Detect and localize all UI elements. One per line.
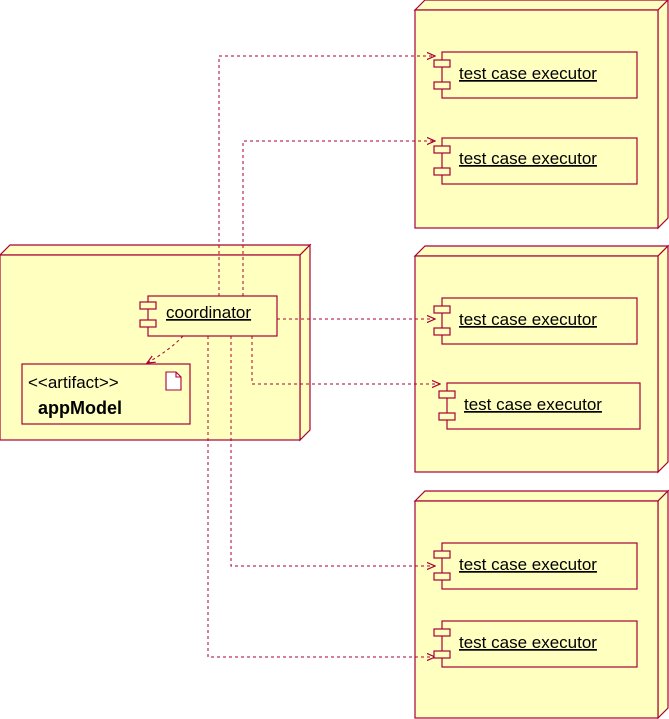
coordinator-component[interactable]: coordinator xyxy=(139,295,278,337)
executor-label: test case executor xyxy=(464,395,602,414)
component-port-icon xyxy=(139,301,157,310)
executor-component[interactable]: test case executor xyxy=(433,542,638,590)
component-port-icon xyxy=(433,59,451,68)
edge-to-artifact xyxy=(147,335,184,363)
edge-to-executor-1 xyxy=(218,56,435,296)
component-port-icon xyxy=(433,81,451,90)
component-port-icon xyxy=(433,572,451,581)
component-port-icon xyxy=(433,167,451,176)
component-port-icon xyxy=(433,305,451,314)
node-executor-host-1 xyxy=(413,0,669,230)
document-icon xyxy=(165,371,182,391)
component-port-icon xyxy=(438,412,456,421)
edge-to-executor-5 xyxy=(230,336,435,566)
edge-to-executor-6 xyxy=(207,336,435,657)
executor-label: test case executor xyxy=(459,633,597,652)
executor-label: test case executor xyxy=(459,149,597,168)
component-port-icon xyxy=(433,628,451,637)
executor-component[interactable]: test case executor xyxy=(438,382,641,430)
executor-component[interactable]: test case executor xyxy=(433,51,638,99)
executor-component[interactable]: test case executor xyxy=(433,620,638,668)
artifact-stereotype: <<artifact>> xyxy=(28,373,119,392)
executor-label: test case executor xyxy=(459,555,597,574)
node-executor-host-3 xyxy=(413,489,669,719)
component-port-icon xyxy=(438,390,456,399)
executor-component[interactable]: test case executor xyxy=(433,297,638,345)
executor-label: test case executor xyxy=(459,64,597,83)
node-executor-host-2 xyxy=(413,244,669,474)
executor-component[interactable]: test case executor xyxy=(433,137,638,185)
component-port-icon xyxy=(139,319,157,328)
executor-label: test case executor xyxy=(459,310,597,329)
edge-to-executor-2 xyxy=(242,141,435,296)
component-port-icon xyxy=(433,650,451,659)
component-port-icon xyxy=(433,145,451,154)
component-port-icon xyxy=(433,327,451,336)
edge-to-executor-4 xyxy=(251,336,440,384)
coordinator-label: coordinator xyxy=(166,303,251,322)
artifact-name: appModel xyxy=(38,398,122,418)
artifact-appmodel[interactable]: <<artifact>> appModel xyxy=(21,363,191,425)
component-port-icon xyxy=(433,550,451,559)
